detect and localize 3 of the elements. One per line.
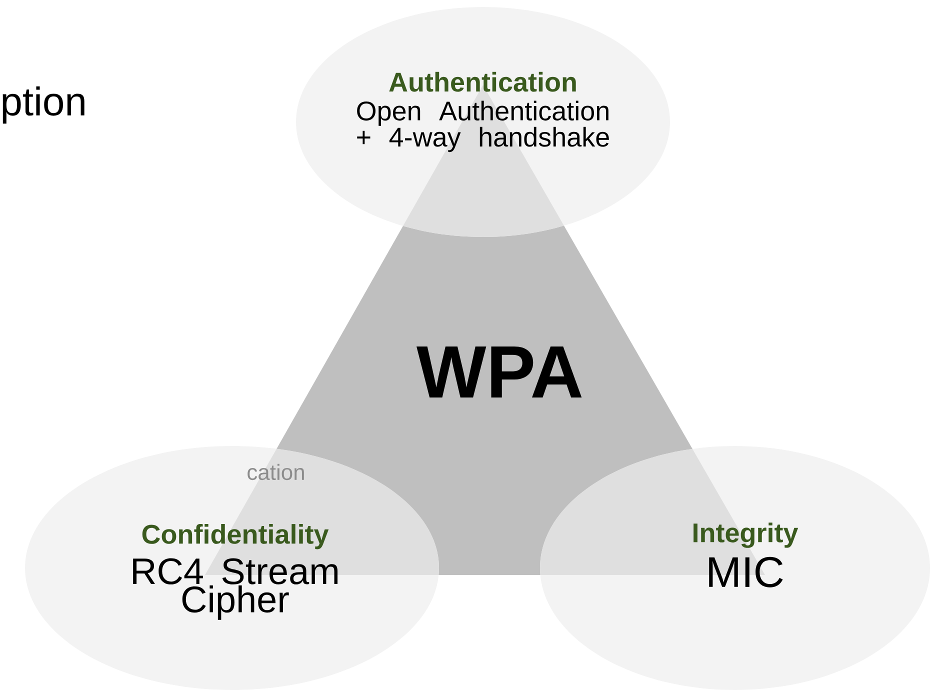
label-text: cation — [248, 464, 304, 480]
label-text: ption — [2, 86, 84, 124]
node-label: Cipher — [182, 585, 289, 620]
